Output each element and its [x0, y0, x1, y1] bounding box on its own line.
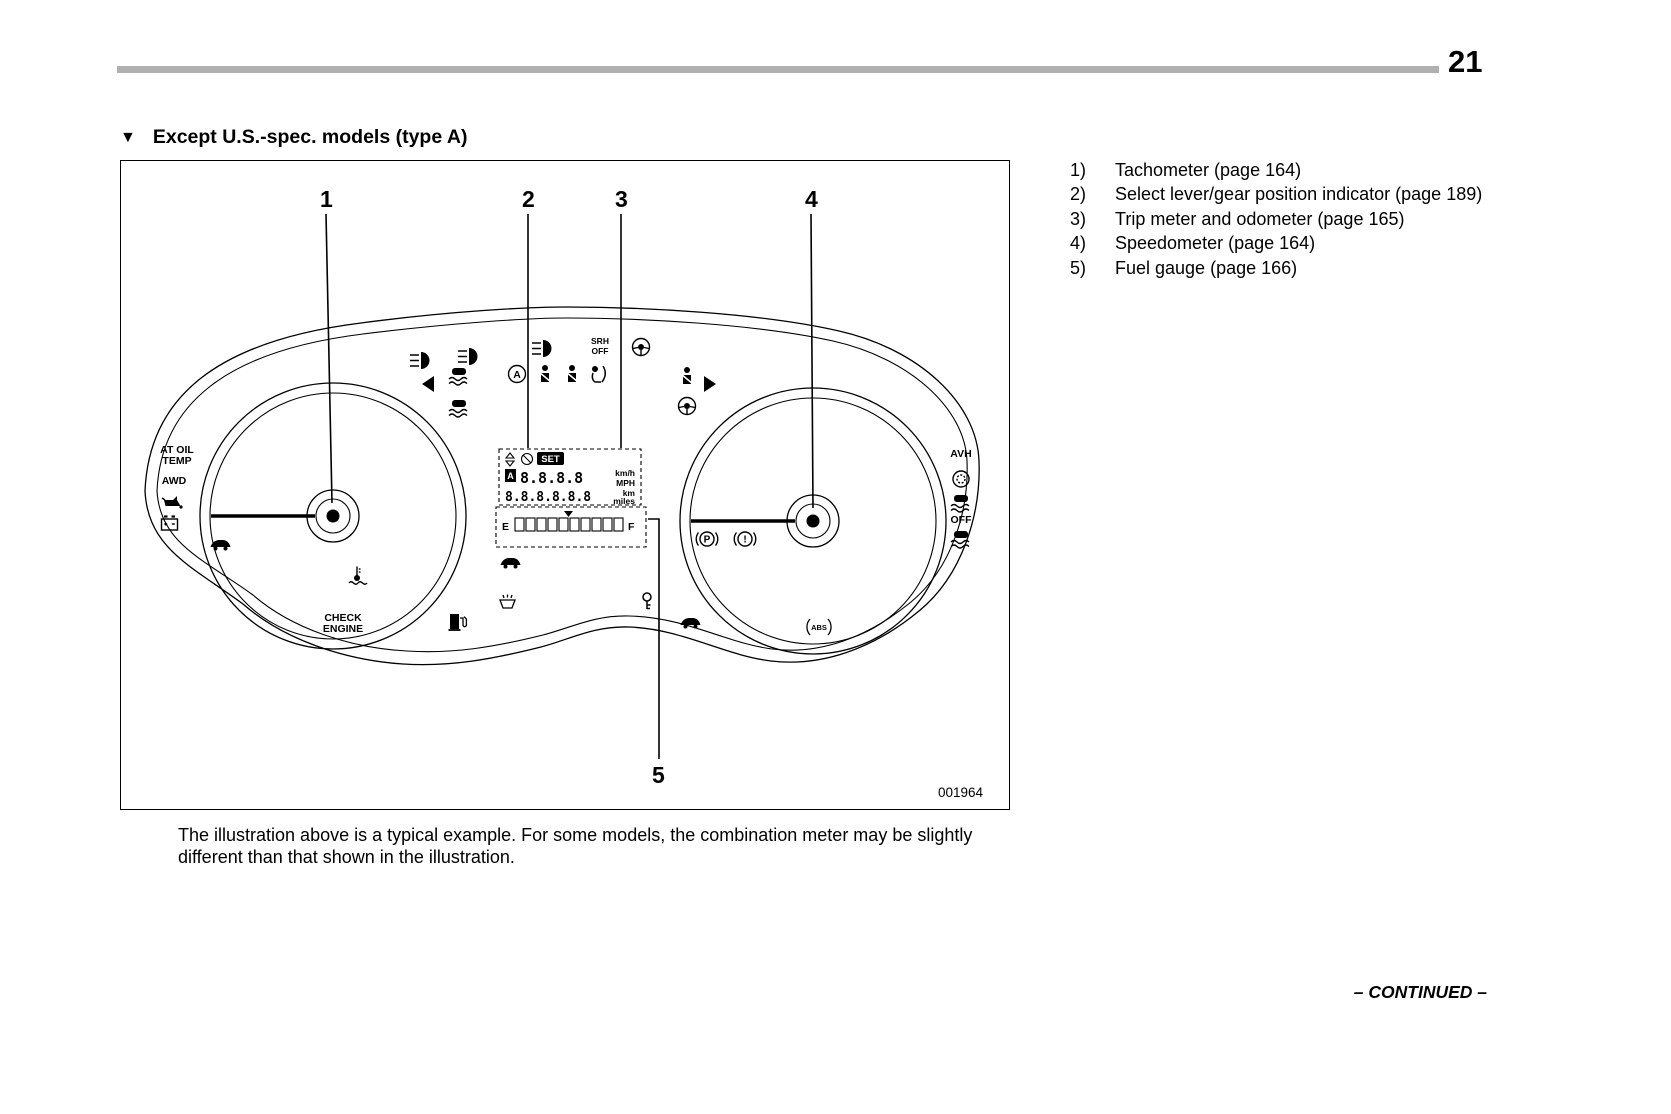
key-warning-icon [642, 592, 652, 610]
car-warning-icon [210, 540, 231, 551]
front-fog-light-icon [409, 351, 431, 370]
legend-item-3: 3) Trip meter and odometer (page 165) [1070, 207, 1500, 231]
legend-item-text: Speedometer (page 164) [1115, 233, 1316, 254]
awd-label: AWD [162, 475, 187, 487]
legend-item-number: 2) [1070, 184, 1087, 205]
vdc-off-icon [448, 399, 468, 418]
gear-position-label: A [507, 471, 514, 481]
trip-digits: 8.8.8.8 [520, 469, 583, 487]
power-steering-warning-icon [677, 396, 697, 416]
callout-4-line [810, 213, 814, 509]
vdc-off-switch-icon [950, 494, 970, 513]
figure-box: A [120, 160, 1010, 810]
steering-responsive-headlight-icon [631, 337, 651, 357]
legend-item-number: 3) [1070, 208, 1087, 229]
trip-odometer-display: SET A 8.8.8.8 km/h MPH 8.8.8.8.8.8 km mi… [498, 448, 642, 506]
airbag-warning-icon [591, 365, 607, 383]
figure-code: 001964 [938, 785, 984, 800]
at-oil-temp-label-line1: AT OIL [160, 444, 194, 456]
legend-item-text: Tachometer (page 164) [1115, 160, 1302, 180]
vdc-off-label: OFF [951, 514, 973, 526]
legend-item-text: Trip meter and odometer (page 165) [1115, 208, 1405, 229]
abs-icon [806, 618, 832, 636]
callout-3: 3 [615, 186, 628, 212]
section-title: Except U.S.-spec. models (type A) [152, 126, 468, 148]
pedestrian-alert-icon [680, 366, 694, 385]
km-unit-label: km [623, 488, 636, 498]
callout-5: 5 [652, 762, 665, 788]
fuel-e-label: E [502, 521, 509, 533]
legend-item-2: 2) Select lever/gear position indicator … [1070, 182, 1500, 206]
passenger-seat-belt-icon [565, 364, 579, 383]
kmh-unit-label: km/h [615, 468, 635, 478]
washer-fluid-icon [499, 593, 516, 609]
coolant-temperature-icon [348, 565, 368, 585]
cluster-outline-outer [144, 306, 980, 666]
cluster-diagram: A [144, 186, 984, 800]
figure-caption: The illustration above is a typical exam… [178, 825, 973, 867]
turn-right-icon [704, 376, 716, 392]
mph-unit-label: MPH [616, 478, 635, 488]
avh-label: AVH [950, 448, 971, 460]
legend-item-5: 5) Fuel gauge (page 166) [1070, 256, 1500, 280]
odometer-digits: 8.8.8.8.8.8 [505, 490, 591, 505]
tachometer-gauge [199, 382, 467, 650]
legend-item-text: Select lever/gear position indicator (pa… [1115, 184, 1483, 205]
section-heading: ▼ Except U.S.-spec. models (type A) [120, 126, 467, 149]
continued-marker: – CONTINUED – [1353, 982, 1487, 1002]
legend-item-number: 5) [1070, 257, 1087, 278]
turn-left-icon [422, 376, 434, 392]
srh-label-line2: OFF [592, 346, 609, 356]
down-arrow-icon [504, 460, 516, 467]
callout-5-line [648, 518, 660, 759]
high-beam-icon [457, 347, 479, 366]
legend-item-number: 4) [1070, 233, 1087, 254]
charge-warning-icon [160, 515, 179, 532]
vdc-warning-icon [448, 367, 468, 386]
legend-item-4: 4) Speedometer (page 164) [1070, 231, 1500, 255]
fuel-gauge-display: E F [495, 506, 647, 569]
page-number: 21 [1448, 44, 1483, 79]
miles-unit-label: miles [613, 496, 635, 506]
x-circle-icon [520, 452, 534, 466]
callout-2: 2 [522, 186, 535, 212]
oil-pressure-warning-icon [161, 495, 184, 510]
callout-4: 4 [805, 186, 818, 212]
legend-list: 1) Tachometer (page 164) 2) Select lever… [1070, 158, 1500, 280]
legend-item-text: Fuel gauge (page 166) [1115, 257, 1298, 278]
legend-item-number: 1) [1070, 160, 1087, 180]
at-oil-temp-label-line2: TEMP [162, 455, 191, 467]
fuel-segments [514, 517, 624, 532]
legend-item-1: 1) Tachometer (page 164) [1070, 158, 1500, 182]
traction-control-icon [950, 530, 970, 549]
light-warning-icon [531, 339, 553, 358]
check-engine-label-line2: ENGINE [323, 623, 363, 635]
set-badge-label: SET [541, 454, 560, 465]
check-engine-label-line1: CHECK [324, 612, 362, 624]
auto-start-stop-icon [507, 364, 527, 384]
fuel-level-icon [447, 613, 468, 631]
up-down-arrows-icon [504, 452, 516, 459]
fuel-f-label: F [628, 521, 635, 533]
fuel-arrow-icon [564, 511, 573, 517]
header-rule [117, 66, 1439, 73]
speedometer-gauge [679, 387, 947, 655]
srh-label-line1: SRH [591, 336, 609, 346]
parking-brake-icon [695, 531, 719, 547]
callout-1-line [325, 213, 333, 504]
seat-belt-warning-icon [538, 364, 552, 383]
gear-position-badge [505, 469, 516, 482]
set-badge [537, 452, 564, 465]
cluster-outline-inner [156, 317, 968, 653]
brake-warning-icon [733, 531, 757, 547]
car-icon [500, 558, 521, 569]
callout-1: 1 [320, 186, 333, 212]
section-marker-icon: ▼ [120, 128, 136, 146]
